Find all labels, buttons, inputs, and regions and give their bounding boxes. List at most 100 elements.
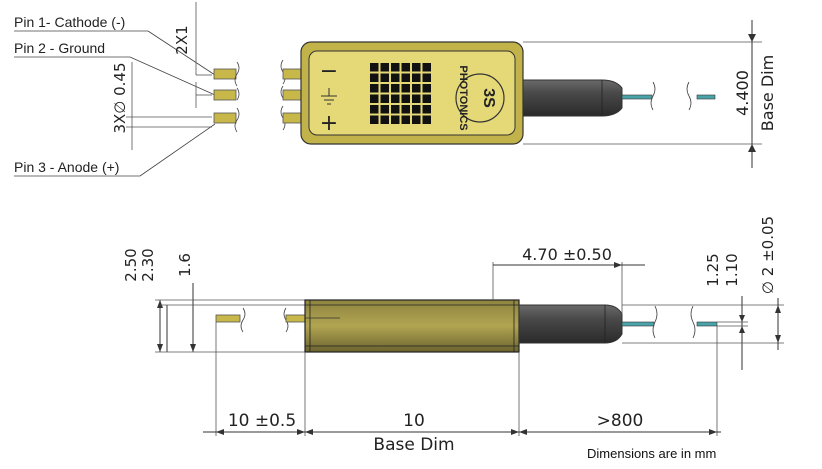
emitter-cell <box>380 84 389 93</box>
emitter-cell <box>370 84 379 93</box>
total-height-text: 2.50 <box>122 248 140 281</box>
units-note: Dimensions are in mm <box>587 446 716 461</box>
side-fiber-break-2 <box>690 305 696 339</box>
emitter-cell <box>401 115 410 124</box>
top-pin-break-marks <box>234 61 240 133</box>
emitter-cell <box>401 94 410 103</box>
body-length-arrow-r <box>511 429 519 435</box>
minus-symbol: − <box>320 59 338 84</box>
top-fiber-boot <box>522 79 623 117</box>
emitter-cell <box>422 115 431 124</box>
emitter-cell <box>422 73 431 82</box>
height-base-dim-text: Base Dim <box>758 55 777 131</box>
top-fiber-break-2 <box>686 81 692 111</box>
side-fiber <box>621 321 655 327</box>
emitter-cell <box>391 115 400 124</box>
side-fiber-end <box>696 321 718 327</box>
side-fiber-boot <box>518 304 623 344</box>
emitter-cell <box>380 115 389 124</box>
side-pin-break-1 <box>240 307 246 333</box>
emitter-grid <box>370 63 431 124</box>
fiber-length-arrow-r <box>709 429 717 435</box>
total-height-arrow-top <box>157 300 163 308</box>
emitter-cell <box>370 105 379 114</box>
emitter-cell <box>380 63 389 72</box>
emitter-cell <box>380 73 389 82</box>
height-arrow-top <box>748 34 756 42</box>
pin-diameter-dim-text: 3X∅ 0.45 <box>111 62 129 133</box>
emitter-cell <box>370 94 379 103</box>
fiber-height-2-text: 1.10 <box>723 253 741 286</box>
pin2-leader-diag <box>129 56 216 96</box>
side-pin-inner <box>285 314 307 323</box>
top-fiber-break-1 <box>650 81 656 111</box>
boot-length-arrow <box>614 262 622 268</box>
side-package-body <box>304 299 520 353</box>
top-pin2-inner <box>282 89 304 101</box>
emitter-cell <box>422 105 431 114</box>
top-pin1-inner <box>282 68 304 80</box>
emitter-cell <box>401 73 410 82</box>
pin3-label: Pin 3 - Anode (+) <box>14 159 119 175</box>
pin1-label: Pin 1- Cathode (-) <box>14 14 125 30</box>
fiber-height-arrow-top <box>739 315 745 322</box>
plus-symbol: + <box>320 111 338 136</box>
logo: 3S PHOTONICS <box>455 65 505 131</box>
emitter-cell <box>380 94 389 103</box>
emitter-cell <box>412 94 421 103</box>
body-height-text: 2.30 <box>139 248 157 281</box>
pin-length-text: 10 ±0.5 <box>228 411 296 431</box>
side-view: 2.50 2.30 1.6 4.7 <box>122 216 784 455</box>
boot-diameter-arrow-top <box>775 305 781 313</box>
ground-symbol <box>321 88 337 105</box>
top-pin1-stub <box>213 68 237 80</box>
top-pin2-stub <box>213 89 237 101</box>
fiber-length-text: >800 <box>597 411 644 431</box>
top-pin3-inner <box>282 112 304 124</box>
side-fiber-break-1 <box>652 305 658 339</box>
top-fiber <box>621 94 653 100</box>
emitter-cell <box>412 73 421 82</box>
pin-length-arrow-r <box>297 429 305 435</box>
emitter-cell <box>412 84 421 93</box>
height-arrow-bottom <box>748 144 756 152</box>
top-view: Pin 1- Cathode (-) Pin 2 - Ground Pin 3 … <box>14 2 777 177</box>
emitter-cell <box>391 94 400 103</box>
emitter-cell <box>401 84 410 93</box>
emitter-cell <box>401 105 410 114</box>
emitter-cell <box>391 105 400 114</box>
top-fiber-end <box>696 94 716 100</box>
emitter-cell <box>422 84 431 93</box>
pin-length-arrow-l <box>216 429 224 435</box>
emitter-cell <box>412 63 421 72</box>
emitter-cell <box>370 115 379 124</box>
logo-text-1: 3S <box>480 88 497 108</box>
emitter-cell <box>401 63 410 72</box>
emitter-cell <box>370 73 379 82</box>
emitter-cell <box>391 63 400 72</box>
total-height-arrow-bottom <box>157 344 163 352</box>
fiber-height-arrow-bottom <box>739 326 745 333</box>
body-length-text: 10 <box>403 411 425 431</box>
top-package-frame <box>308 50 516 136</box>
emitter-cell <box>422 94 431 103</box>
pin3-leader-diag <box>139 123 216 177</box>
top-pin3-stub <box>213 112 237 124</box>
emitter-cell <box>412 105 421 114</box>
body-base-dim-text: Base Dim <box>373 435 454 455</box>
logo-circle <box>455 73 505 123</box>
emitter-cell <box>391 73 400 82</box>
emitter-cell <box>380 105 389 114</box>
pin-height-text: 1.6 <box>176 253 194 277</box>
pin1-leader-diag <box>147 30 216 76</box>
emitter-cell <box>412 115 421 124</box>
emitter-cell <box>391 84 400 93</box>
logo-text-2: PHOTONICS <box>457 65 469 130</box>
emitter-cell <box>422 63 431 72</box>
height-dim-text: 4.400 <box>733 70 752 116</box>
boot-length-text: 4.70 ±0.50 <box>522 245 612 264</box>
pin-height-arrow <box>190 344 196 352</box>
pin2-label: Pin 2 - Ground <box>14 40 105 56</box>
emitter-cell <box>370 63 379 72</box>
